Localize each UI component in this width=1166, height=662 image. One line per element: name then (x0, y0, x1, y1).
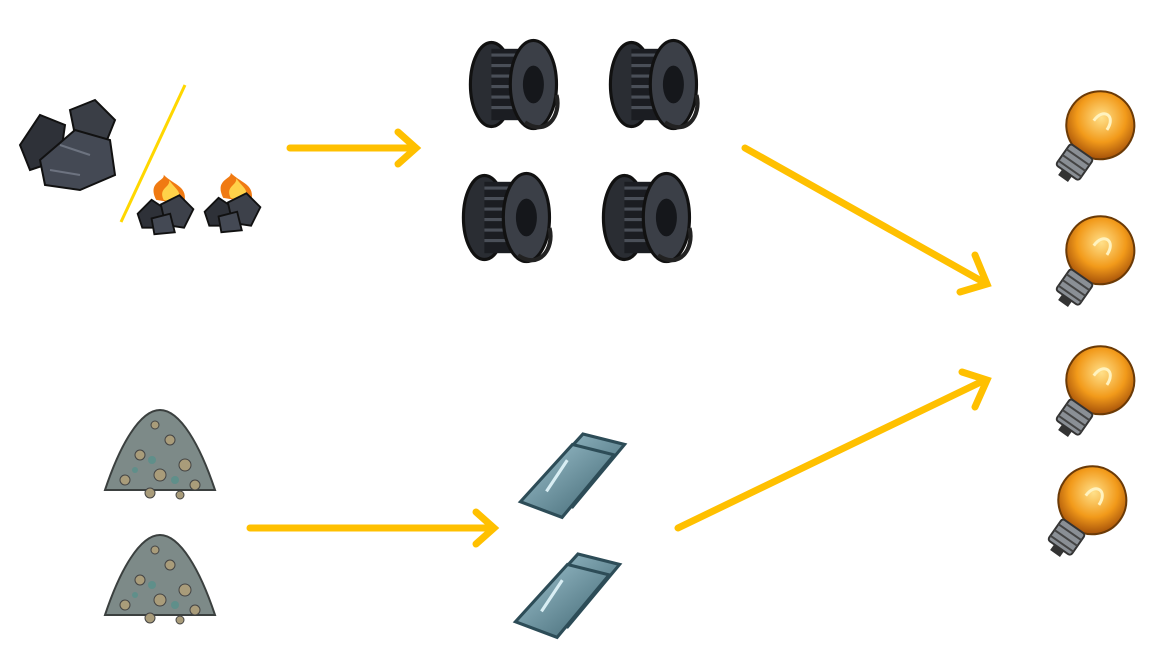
light-bulb-icon (1025, 455, 1142, 575)
glass-sheet-icon (518, 432, 627, 519)
arrow-coal-to-cable (286, 128, 422, 168)
light-bulb-icon (1033, 335, 1150, 455)
cable-spool-icon (470, 40, 557, 128)
sand-pile-icon (103, 533, 217, 626)
cable-spool-icon (463, 173, 550, 261)
light-bulb-icon (1033, 205, 1150, 325)
arrow-cable-to-bulb (741, 144, 992, 296)
arrow-sand-to-glass (246, 508, 500, 548)
arrow-glass-to-bulb (674, 368, 992, 532)
cable-spool-icon (603, 173, 690, 261)
glass-sheet-icon (513, 552, 622, 639)
alternative-slash (119, 84, 187, 223)
light-bulb-icon (1033, 80, 1150, 200)
sand-pile-icon (104, 409, 216, 500)
burning-coal-icon (136, 173, 195, 236)
burning-coal-icon (203, 171, 262, 234)
coal-icon (18, 98, 117, 192)
cable-spool-icon (610, 40, 697, 128)
